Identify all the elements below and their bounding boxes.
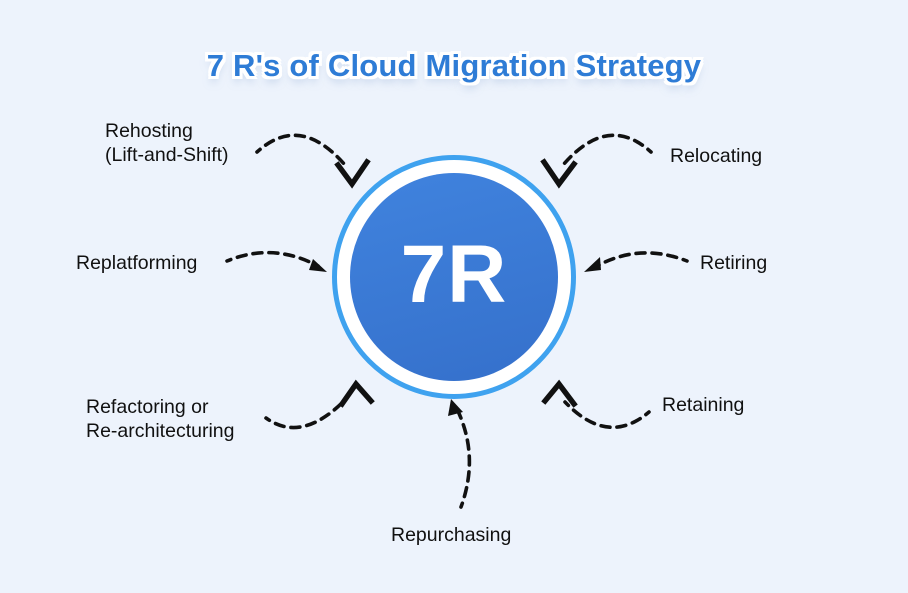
retiring-arrow-icon	[584, 251, 689, 272]
center-circle: 7R	[332, 155, 576, 399]
label-refactoring: Refactoring or Re-architecturing	[86, 395, 234, 443]
center-circle-inner: 7R	[350, 173, 558, 381]
label-repurchasing: Repurchasing	[391, 524, 512, 546]
center-label: 7R	[400, 229, 508, 320]
refactoring-arrow-icon	[264, 379, 375, 430]
replatforming-arrow-icon	[225, 250, 327, 272]
label-retaining: Retaining	[662, 394, 745, 416]
label-replatforming: Replatforming	[76, 252, 198, 274]
label-refactoring-line2: Re-architecturing	[86, 420, 235, 442]
label-retiring: Retiring	[700, 252, 768, 274]
repurchasing-arrow-icon	[448, 399, 472, 509]
label-rehosting-line2: (Lift-and-Shift)	[105, 144, 229, 166]
label-rehosting: Rehosting (Lift-and-Shift)	[105, 119, 229, 167]
label-rehosting-line1: Rehosting	[105, 120, 193, 142]
rehosting-arrow-icon	[255, 133, 371, 189]
relocating-arrow-icon	[540, 133, 653, 189]
label-refactoring-line1: Refactoring or	[86, 396, 209, 418]
page-title: 7 R's of Cloud Migration Strategy	[206, 48, 702, 83]
label-relocating: Relocating	[670, 145, 763, 167]
retaining-arrow-icon	[541, 379, 651, 430]
